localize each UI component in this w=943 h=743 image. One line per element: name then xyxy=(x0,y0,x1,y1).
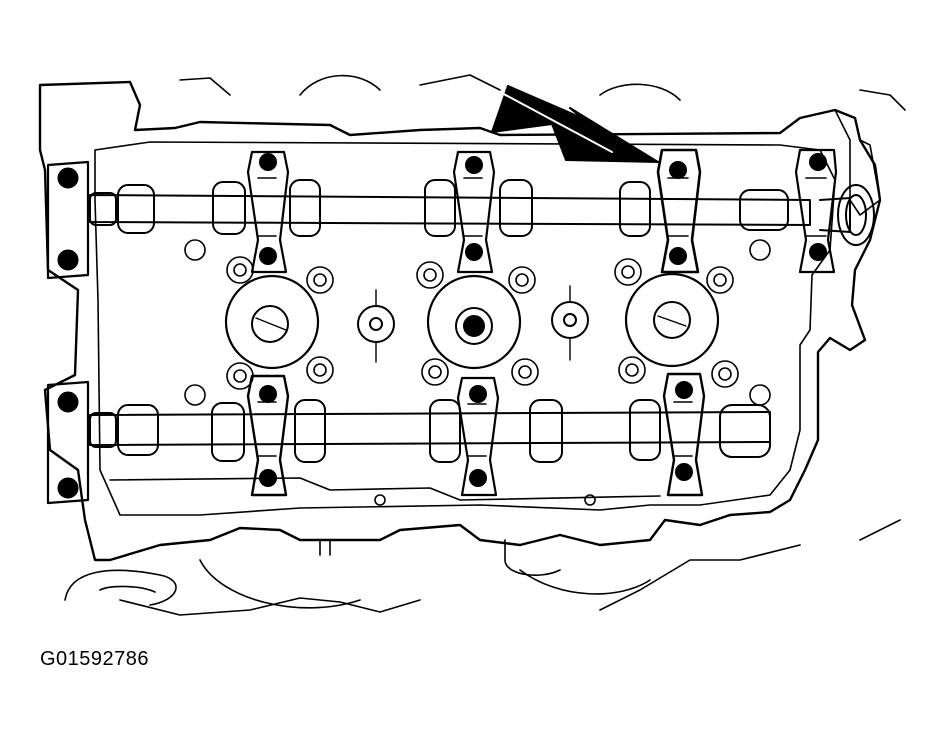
engine-background-outline xyxy=(64,74,906,616)
cylinder-head-outline xyxy=(38,80,882,562)
spark-plug-boss-2 xyxy=(426,274,522,370)
bearing-cap-intake-4 xyxy=(794,148,838,274)
bearing-cap-exhaust-2 xyxy=(456,376,500,497)
intake-camshaft xyxy=(89,179,851,237)
exhaust-camshaft xyxy=(89,399,771,463)
left-end-cap-top xyxy=(46,160,90,280)
bearing-cap-intake-3 xyxy=(656,148,702,274)
right-end-bracket xyxy=(834,109,881,246)
lower-rail xyxy=(109,477,661,576)
center-bolt-bosses xyxy=(357,285,589,363)
head-inner-rim xyxy=(94,141,836,516)
bearing-cap-intake-1 xyxy=(246,150,290,274)
left-end-cap-bottom xyxy=(46,380,90,505)
spark-plug-boss-3 xyxy=(624,272,720,368)
indicator-arrow xyxy=(491,85,659,163)
figure-id-caption: G01592786 xyxy=(40,648,150,670)
spark-plug-boss-1 xyxy=(224,274,320,370)
valve-lifters xyxy=(184,239,771,406)
bearing-cap-intake-2 xyxy=(452,150,496,274)
bearing-cap-exhaust-1 xyxy=(246,374,290,497)
bearing-cap-exhaust-3 xyxy=(662,372,706,497)
